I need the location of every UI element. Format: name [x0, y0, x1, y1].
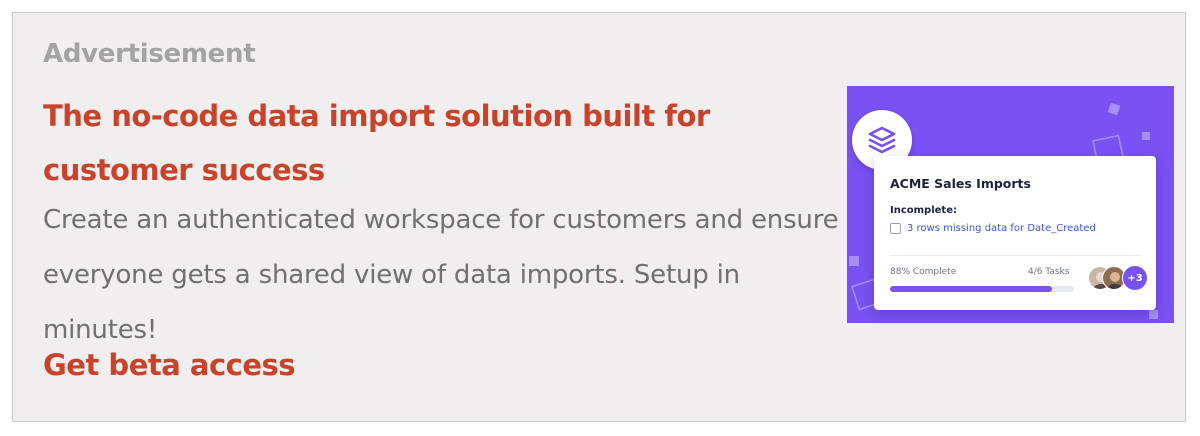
progress-bar	[890, 286, 1074, 292]
status-label: Incomplete:	[890, 205, 957, 216]
advertisement-label: Advertisement	[43, 39, 256, 69]
card-title: ACME Sales Imports	[890, 176, 1031, 191]
ad-body-text: Create an authenticated workspace for cu…	[43, 205, 839, 345]
layers-icon	[868, 126, 896, 154]
issue-text: 3 rows missing data for Date_Created	[907, 223, 1096, 234]
import-status-card: ACME Sales Imports Incomplete: 3 rows mi…	[874, 156, 1156, 310]
avatar	[1102, 266, 1126, 290]
ad-headline[interactable]: The no-code data import solution built f…	[43, 99, 710, 187]
progress-bar-fill	[890, 286, 1052, 292]
progress-label: 88% Complete	[890, 267, 957, 277]
issue-row: 3 rows missing data for Date_Created	[890, 223, 1096, 234]
more-avatars-badge: +3	[1122, 265, 1148, 291]
tasks-label: 4/6 Tasks	[1028, 267, 1070, 277]
card-divider	[890, 255, 1140, 256]
person-icon	[1107, 272, 1123, 289]
get-beta-access-link[interactable]: Get beta access	[43, 348, 296, 382]
issue-checkbox	[890, 223, 901, 234]
